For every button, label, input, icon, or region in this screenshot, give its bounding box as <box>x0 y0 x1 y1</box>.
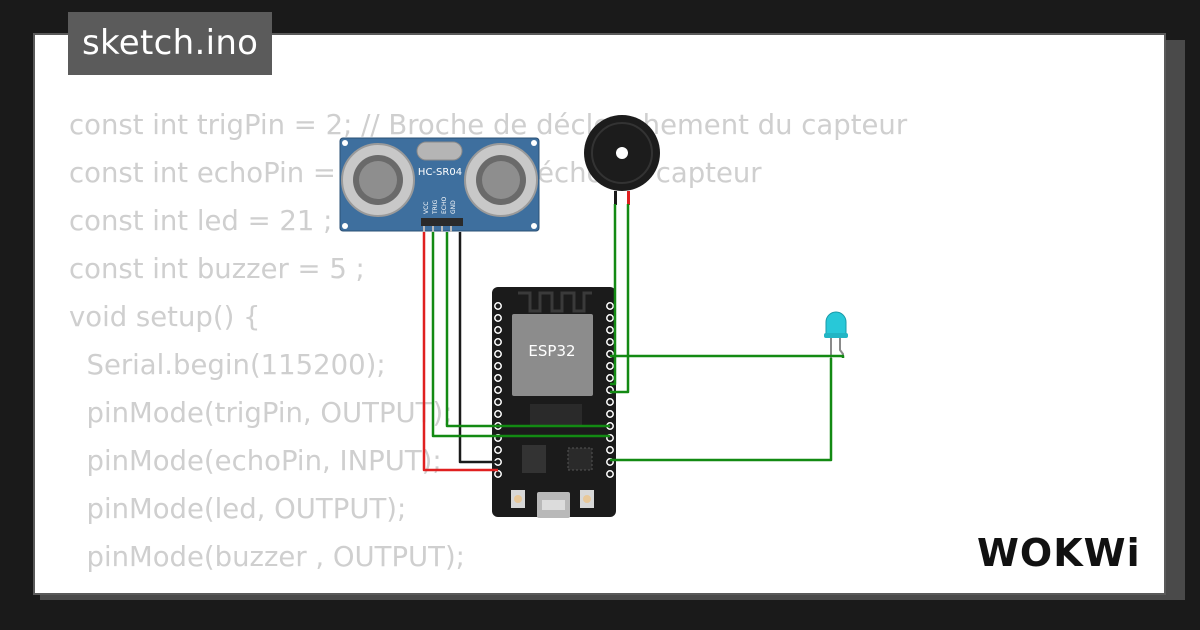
wokwi-logo-text: WOKWi <box>977 531 1141 575</box>
wire-vcc <box>422 232 498 472</box>
wire-led-cathode <box>610 358 833 462</box>
sensor-pin-label: TRIG <box>432 199 439 215</box>
board-label: ESP32 <box>528 342 575 360</box>
wire-led-anode <box>610 354 845 358</box>
wokwi-logo: WOKWi <box>977 531 1141 575</box>
wires <box>422 204 845 472</box>
code-line: pinMode(trigPin, OUTPUT); <box>69 397 453 429</box>
wire-buzzer-gnd <box>610 204 617 386</box>
sensor-pin-label: VCC <box>423 202 430 214</box>
code-line: void setup() { <box>69 301 261 333</box>
filename-tab[interactable]: sketch.ino <box>68 12 273 75</box>
ultrasonic-sensor[interactable]: HC-SR04 VCC TRIG ECHO GND <box>339 137 540 232</box>
code-line: const int led = 21 ; <box>69 205 333 237</box>
led[interactable] <box>824 311 848 358</box>
wire-trig <box>431 232 610 438</box>
code-line: const int buzzer = 5 ; <box>69 253 365 285</box>
esp32-board[interactable]: ESP32 <box>492 287 616 518</box>
code-line: Serial.begin(115200); <box>69 349 386 381</box>
code-line: pinMode(led, OUTPUT); <box>69 493 407 525</box>
sensor-pin-label: ECHO <box>441 197 448 214</box>
wire-echo <box>445 232 610 428</box>
code-line: } <box>69 581 907 593</box>
code-line: pinMode(buzzer , OUTPUT); <box>69 541 465 573</box>
wire-gnd <box>458 232 498 464</box>
sensor-pin-label: GND <box>450 200 457 214</box>
buzzer[interactable] <box>584 115 660 205</box>
sensor-label: HC-SR04 <box>418 167 462 178</box>
code-preview: const int trigPin = 2; // Broche de décl… <box>69 101 907 593</box>
wire-buzzer <box>610 204 630 394</box>
